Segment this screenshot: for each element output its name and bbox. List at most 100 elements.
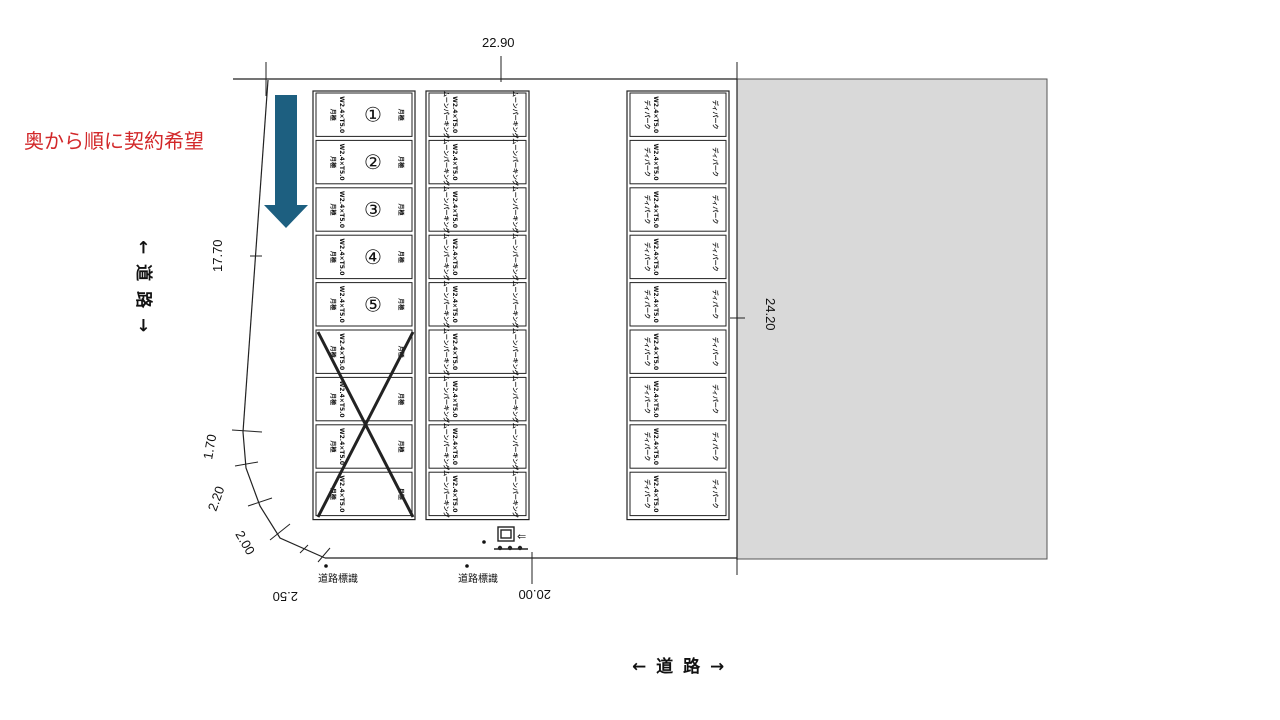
- slot-label-c: ディパーク: [711, 100, 719, 130]
- slot-size-label: W2.4×T5.0: [451, 333, 458, 370]
- slot-label-a: ムーンパーキング: [442, 138, 450, 186]
- slot-size-label: W2.4×T5.0: [652, 428, 659, 465]
- slot-size-label: W2.4×T5.0: [652, 333, 659, 370]
- slot-size-label: W2.4×T5.0: [338, 381, 345, 418]
- slot-label-a: ディパーク: [643, 290, 651, 320]
- adjacent-building: [736, 78, 1048, 560]
- road-label-left: ← 道 路 →: [133, 240, 154, 334]
- slot-label-a: ディパーク: [643, 242, 651, 272]
- slot-label-c: ディパーク: [711, 337, 719, 367]
- slot-size-label: W2.4×T5.0: [652, 381, 659, 418]
- slot-label-c: ムーンパーキング: [511, 186, 519, 234]
- slot-label-a: 月極: [329, 487, 337, 500]
- slot-size-label: W2.4×T5.0: [451, 238, 458, 275]
- slot-label-c: ディパーク: [711, 479, 719, 509]
- slot-label-c: ムーンパーキング: [511, 470, 519, 518]
- slot-label-a: ムーンパーキング: [442, 375, 450, 423]
- slot-size-label: W2.4×T5.0: [451, 428, 458, 465]
- slot-label-c: 月極: [397, 155, 405, 168]
- slot-size-label: W2.4×T5.0: [338, 191, 345, 228]
- slot-label-a: ムーンパーキング: [442, 328, 450, 376]
- slot-label-c: ムーンパーキング: [511, 91, 519, 139]
- slot-size-label: W2.4×T5.0: [652, 191, 659, 228]
- slot-label-c: ムーンパーキング: [511, 138, 519, 186]
- slot-label-c: ディパーク: [711, 242, 719, 272]
- slot-number: ②: [364, 150, 382, 174]
- slot-label-a: ムーンパーキング: [442, 423, 450, 471]
- slot-label-c: ディパーク: [711, 147, 719, 177]
- slot-label-a: ムーンパーキング: [442, 470, 450, 518]
- slot-number: ①: [364, 103, 382, 127]
- slot-label-a: ディパーク: [643, 337, 651, 367]
- slot-label-a: 月極: [329, 108, 337, 121]
- slot-size-label: W2.4×T5.0: [338, 96, 345, 133]
- slot-label-a: 月極: [329, 345, 337, 358]
- slot-size-label: W2.4×T5.0: [451, 286, 458, 323]
- slot-label-c: 月極: [397, 250, 405, 263]
- slot-label-a: ディパーク: [643, 147, 651, 177]
- slot-number: ⑤: [364, 292, 382, 316]
- slot-size-label: W2.4×T5.0: [338, 144, 345, 181]
- slot-label-c: ムーンパーキング: [511, 328, 519, 376]
- slot-label-a: 月極: [329, 439, 337, 452]
- slot-label-a: ムーンパーキング: [442, 186, 450, 234]
- slot-label-c: 月極: [397, 202, 405, 215]
- site-boundary: [233, 78, 738, 560]
- parking-meter-icon: ⇐: [494, 526, 528, 551]
- slot-size-label: W2.4×T5.0: [338, 475, 345, 512]
- dim-bottom: 20.00: [518, 587, 551, 602]
- slot-size-label: W2.4×T5.0: [652, 144, 659, 181]
- slot-label-c: ディパーク: [711, 384, 719, 414]
- slot-size-label: W2.4×T5.0: [451, 191, 458, 228]
- dim-right: 24.20: [763, 298, 778, 331]
- dimension-ticks: [231, 56, 745, 584]
- svg-text:⇐: ⇐: [517, 530, 526, 543]
- slot-label-c: ムーンパーキング: [511, 233, 519, 281]
- slot-label-a: ムーンパーキング: [442, 281, 450, 329]
- slot-size-label: W2.4×T5.0: [338, 238, 345, 275]
- slot-label-c: ムーンパーキング: [511, 375, 519, 423]
- road-label-bottom: ← 道 路 →: [632, 656, 726, 677]
- slot-label-a: ムーンパーキング: [442, 91, 450, 139]
- slot-label-a: ディパーク: [643, 100, 651, 130]
- down-arrow-icon: [264, 95, 308, 228]
- slot-label-a: 月極: [329, 202, 337, 215]
- road-sign-icon: [465, 564, 469, 568]
- slot-label-a: 月極: [329, 392, 337, 405]
- slot-label-c: 月極: [397, 297, 405, 310]
- road-sign-label-1: 道路標識: [318, 572, 358, 585]
- slot-size-label: W2.4×T5.0: [451, 144, 458, 181]
- slot-label-a: ディパーク: [643, 384, 651, 414]
- slot-size-label: W2.4×T5.0: [652, 286, 659, 323]
- unavailable-slots-cross: [316, 331, 415, 518]
- dim-curve4: 2.50: [273, 589, 298, 604]
- slot-label-a: ディパーク: [643, 195, 651, 225]
- dim-top: 22.90: [482, 35, 515, 50]
- slot-label-c: ムーンパーキング: [511, 281, 519, 329]
- slot-label-c: ムーンパーキング: [511, 423, 519, 471]
- dim-curve2: 2.20: [205, 484, 228, 513]
- slot-number: ③: [364, 198, 382, 222]
- road-sign-label-2: 道路標識: [458, 572, 498, 585]
